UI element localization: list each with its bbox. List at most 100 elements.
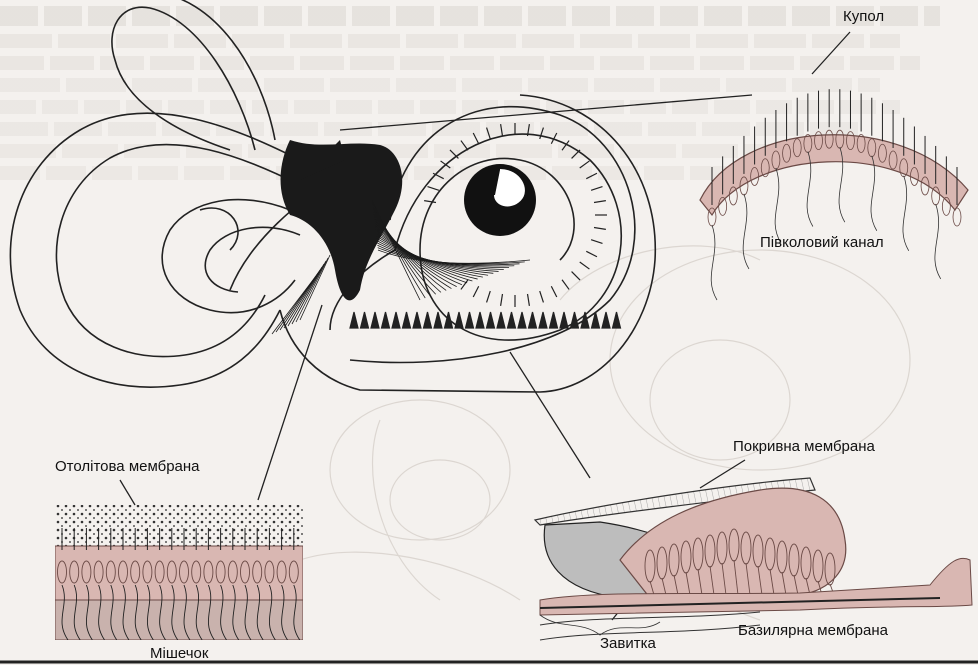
- cochlea-tooth: [440, 160, 451, 169]
- cochlea-tooth: [550, 286, 558, 298]
- cochlea-tooth: [538, 311, 548, 329]
- saccule-nerve: [61, 584, 69, 640]
- saccule-nerve: [293, 584, 301, 640]
- cupula-cell: [909, 167, 919, 186]
- organ-of-corti-inset: [533, 477, 973, 641]
- cochlea-tooth: [593, 226, 606, 230]
- cochlea-tooth: [517, 311, 527, 329]
- cupula-cell: [846, 131, 855, 151]
- saccule-cell: [105, 560, 116, 584]
- saccule-nerve: [134, 584, 142, 640]
- saccule-cell: [57, 560, 67, 584]
- cochlea-tooth: [475, 311, 485, 329]
- cochlea-tooth: [472, 286, 480, 298]
- cochlea-tooth: [539, 127, 545, 140]
- corti-fiber: [673, 574, 679, 596]
- saccule-cell: [179, 560, 189, 584]
- saccule-cell: [166, 560, 177, 584]
- saccule-cell: [81, 560, 92, 584]
- cochlea-tooth: [485, 127, 491, 140]
- corti-fiber: [733, 559, 739, 596]
- label-basilar-membrane: Базилярна мембрана: [738, 622, 888, 639]
- saccule-cell: [240, 560, 250, 584]
- saccule-nerve: [183, 584, 191, 640]
- saccule-nerve: [268, 584, 276, 640]
- cupula-nerve: [902, 175, 910, 251]
- saccule-cell: [69, 560, 80, 584]
- saccule-nerve: [98, 584, 105, 640]
- callout-lines: [119, 31, 851, 621]
- cupula-nerve: [934, 203, 942, 280]
- bg-line: [0, 78, 880, 92]
- cupula-cell: [878, 143, 887, 163]
- saccule-nerve: [281, 584, 288, 640]
- saccule-nerve: [244, 584, 252, 640]
- cochlea-apex: [464, 164, 536, 236]
- cochlea-tooth: [449, 149, 459, 159]
- bg-line: [0, 100, 900, 114]
- cochlea-tooth: [349, 311, 359, 329]
- corti-fiber: [685, 571, 691, 596]
- cochlea-tooth: [472, 132, 480, 144]
- cochlea-tooth: [527, 311, 538, 329]
- saccule-cell: [276, 560, 287, 584]
- cochlea-tooth: [611, 311, 622, 329]
- label-cochlea: Завитка: [600, 635, 656, 652]
- corti-fiber: [697, 568, 703, 596]
- cupula-cell: [728, 186, 738, 206]
- saccule-cell: [227, 560, 238, 584]
- cochlea-tooth: [412, 311, 422, 329]
- nerve-fiber: [373, 218, 463, 286]
- vestibulocochlear-nerve: [280, 140, 403, 301]
- saccule-cell: [264, 560, 275, 584]
- cochlea-tooth: [443, 311, 454, 329]
- cochlea-tooth: [460, 140, 469, 151]
- cochlea-tooth: [422, 311, 433, 329]
- corti-fiber: [793, 574, 799, 596]
- cochlea-spiral: [329, 94, 657, 393]
- cochlea-tooth: [586, 172, 598, 180]
- cochlea-tooth: [359, 311, 370, 329]
- cupula-cell: [718, 196, 728, 216]
- cochlea-tooth: [500, 124, 504, 137]
- cupula-inset: [699, 89, 969, 301]
- label-semicircular-canal: Півколовий канал: [760, 234, 884, 251]
- nerve-fiber: [271, 275, 317, 335]
- corti-fiber: [721, 562, 727, 596]
- cochlea-tooth: [561, 279, 570, 290]
- cupula-cell: [782, 143, 791, 163]
- nerve-fibers: [271, 199, 531, 335]
- cupula-nerve: [710, 224, 718, 301]
- label-tectorial-membrane: Покривна мембрана: [733, 438, 875, 455]
- cochlea-tooth: [485, 311, 496, 329]
- corti-fiber: [661, 577, 667, 596]
- cupula-cell: [888, 150, 898, 170]
- cochlea-tooth: [590, 239, 603, 245]
- cochlea-tooth: [539, 290, 545, 303]
- cochlea-tooth: [590, 185, 603, 191]
- nerve-fiber: [372, 209, 442, 293]
- corti-fiber: [649, 580, 655, 596]
- cupula-cell: [856, 134, 866, 153]
- bg-line: [0, 144, 840, 158]
- corti-fiber: [781, 571, 787, 596]
- cochlea-tooth: [370, 311, 380, 329]
- corti-fiber: [709, 565, 715, 596]
- cochlea-tooth: [401, 311, 412, 329]
- cochlea-tooth: [559, 311, 569, 329]
- cupula-nerve: [742, 193, 750, 270]
- saccule-cell: [93, 560, 104, 584]
- saccule-nerve: [232, 584, 240, 640]
- cupula-cell: [750, 167, 760, 186]
- nerve-fiber: [373, 211, 447, 291]
- bg-line: [0, 122, 860, 136]
- cochlea-tooth: [464, 311, 475, 329]
- cochlea-tooth: [569, 311, 580, 329]
- bg-line: [0, 6, 940, 26]
- cochlea-tooth: [433, 311, 443, 329]
- saccule-cell: [118, 560, 128, 584]
- saccule-nerve: [146, 584, 154, 640]
- cupula-nerve: [774, 167, 782, 244]
- cochlea-tooth: [590, 311, 601, 329]
